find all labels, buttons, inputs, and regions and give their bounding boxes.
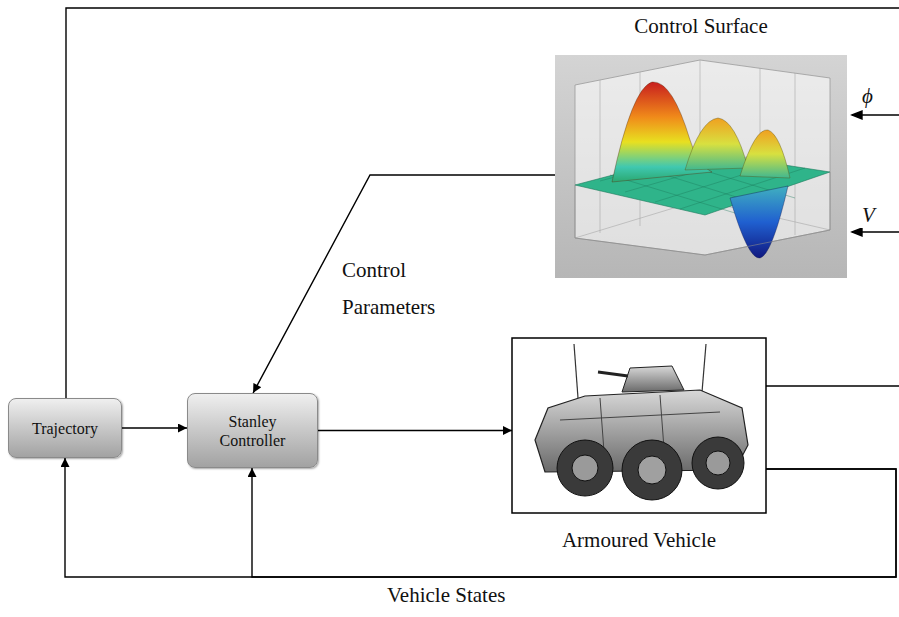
signal-line [852, 111, 862, 119]
surface-plot [730, 186, 788, 258]
vehicle-illustration [622, 440, 682, 500]
edge-label: Vehicle States [385, 583, 507, 608]
process-box: Trajectory [8, 398, 122, 458]
edge-label: Control Parameters [340, 252, 474, 326]
surface-plot [555, 55, 847, 278]
vehicle-illustration [557, 440, 613, 496]
plot-panel: Control Surface [555, 14, 847, 278]
signal-line [66, 8, 899, 398]
signal-line [852, 228, 862, 236]
node-text: Trajectory [32, 419, 98, 438]
signal-line [66, 8, 899, 398]
signal-name: V [860, 203, 877, 228]
connector-arrow [65, 458, 896, 577]
controller-box: Stanley Controller [187, 393, 318, 468]
connector-arrow [252, 468, 896, 577]
surface-plot [555, 55, 847, 278]
signal-line [766, 385, 899, 386]
vehicle-illustration [702, 344, 706, 392]
vehicle-illustration [706, 451, 730, 475]
vehicle-panel: Armoured Vehicle [512, 338, 766, 553]
vehicle-illustration [622, 366, 684, 392]
node-text: Armoured Vehicle [560, 528, 718, 553]
surface-plot [575, 60, 830, 255]
vehicle-illustration [512, 338, 766, 513]
surface-plot [575, 172, 830, 255]
node-text: Stanley Controller [209, 412, 297, 450]
connector-arrow [318, 430, 512, 431]
surface-plot [740, 130, 790, 178]
node-text: Control Surface [632, 14, 770, 39]
connector-arrow [122, 427, 187, 428]
surface-plot [685, 118, 748, 170]
signal-name: ϕ [860, 84, 875, 109]
vehicle-illustration [574, 344, 578, 398]
connector-arrow [253, 175, 555, 393]
vehicle-illustration [572, 455, 598, 481]
vehicle-illustration [638, 456, 666, 484]
vehicle-illustration [512, 338, 766, 513]
vehicle-illustration [692, 437, 744, 489]
vehicle-illustration [598, 372, 628, 376]
surface-plot [575, 60, 830, 240]
